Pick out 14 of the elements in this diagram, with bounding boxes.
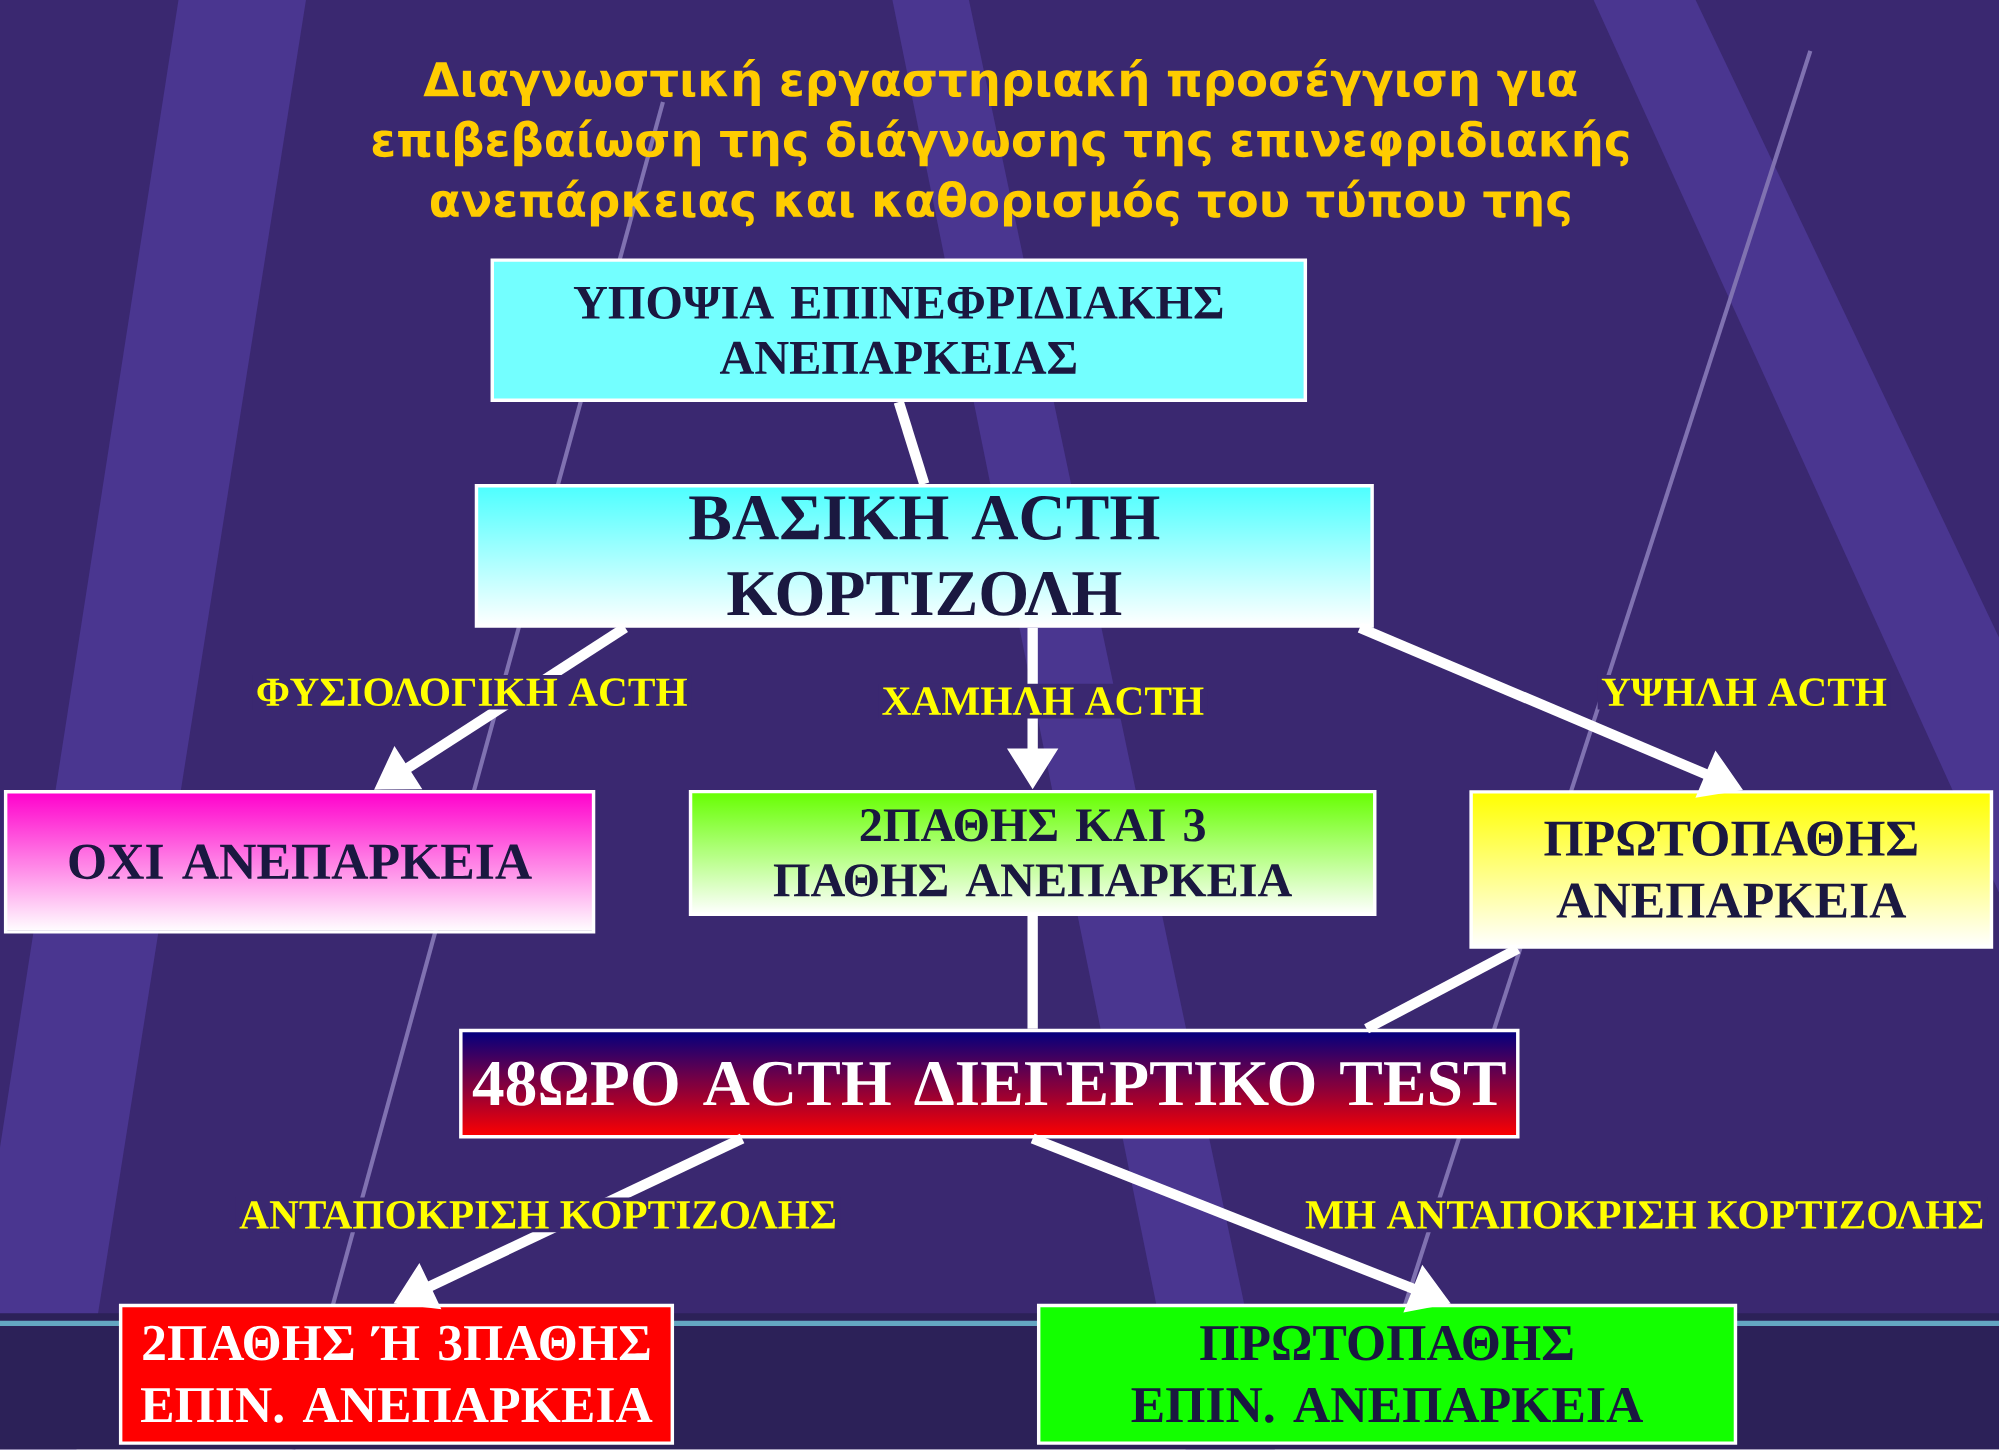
box: ΟΧΙ ΑΝΕΠΑΡΚΕΙΑ <box>3 790 596 934</box>
edge-label: ΜΗ ΑΝΤΑΠΟΚΡΙΣΗ ΚΟΡΤΙΖΟΛΗΣ <box>1301 1197 1988 1233</box>
box: ΥΠΟΨΙΑ ΕΠΙΝΕΦΡΙΔΙΑΚΗΣ ΑΝΕΠΑΡΚΕΙΑΣ <box>490 258 1308 403</box>
edge-label: ΥΨΗΛΗ ACTH <box>1597 675 1891 710</box>
box: ΠΡΩΤΟΠΑΘΗΣ ΕΠΙΝ. ΑΝΕΠΑΡΚΕΙΑ <box>1036 1304 1738 1446</box>
edge-label: ΦΥΣΙΟΛΟΓΙΚΗ ACTH <box>252 675 692 710</box>
edge-label: ΧΑΜΗΛΗ ACTH <box>878 684 1208 719</box>
box: 48ΩΡΟ ACTH ΔΙΕΓΕΡΤΙΚΟ TEST <box>459 1029 1520 1139</box>
title: Διαγνωστική εργαστηριακή προσέγγιση για επιβεβαίωση της διάγνωσης της επινεφριδιακής ανεπάρκειας και καθορισμός του τύπου της <box>372 59 1629 227</box>
box: 2ΠΑΘΗΣ ΚΑΙ 3 ΠΑΘΗΣ ΑΝΕΠΑΡΚΕΙΑ <box>688 790 1377 917</box>
edge-label: ΑΝΤΑΠΟΚΡΙΣΗ ΚΟΡΤΙΖΟΛΗΣ <box>235 1197 841 1233</box>
box: ΒΑΣΙΚΗ ACTH ΚΟΡΤΙΖΟΛΗ <box>474 484 1374 628</box>
box: 2ΠΑΘΗΣ Ή 3ΠΑΘΗΣ ΕΠΙΝ. ΑΝΕΠΑΡΚΕΙΑ <box>118 1304 675 1446</box>
box: ΠΡΩΤΟΠΑΘΗΣ ΑΝΕΠΑΡΚΕΙΑ <box>1469 790 1994 949</box>
